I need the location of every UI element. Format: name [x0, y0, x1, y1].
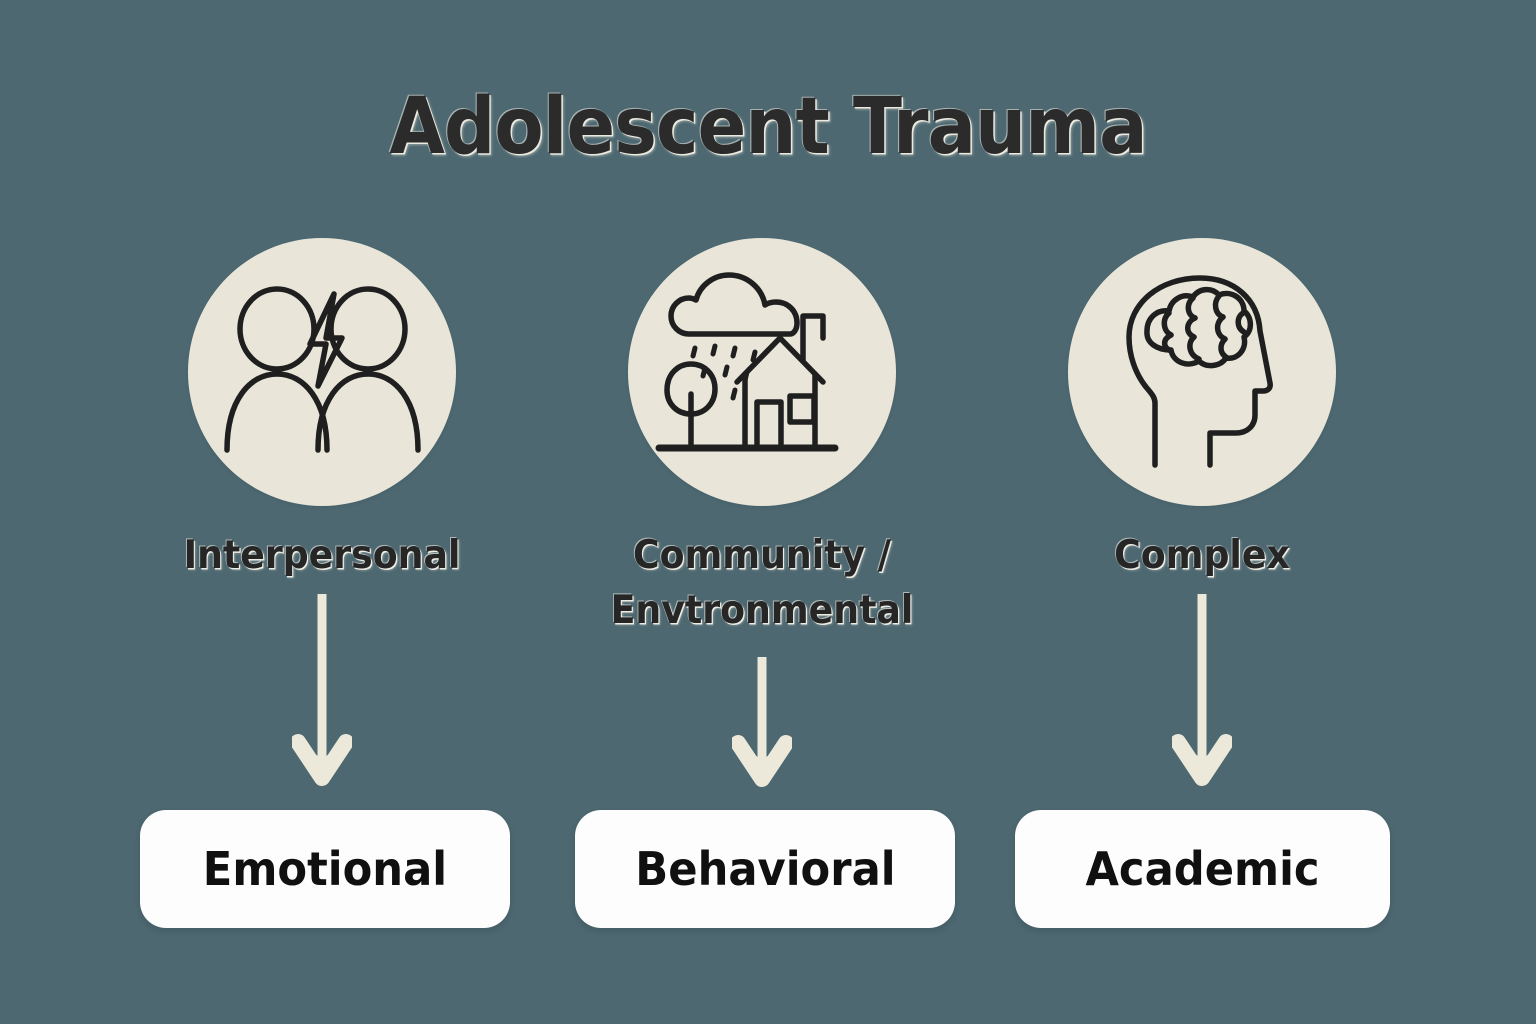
- icon-circle-interpersonal: [188, 238, 456, 506]
- rain-cloud-house-tree-icon: [655, 272, 867, 472]
- outcome-label-academic: Academic: [1085, 842, 1320, 896]
- category-column-interpersonal: Interpersonal: [132, 238, 512, 583]
- page-title: Adolescent Trauma: [389, 82, 1147, 172]
- category-label-community-environmental: Community / Envtronmental: [610, 533, 914, 634]
- category-label-complex: Complex: [1114, 533, 1290, 578]
- outcome-label-behavioral: Behavioral: [634, 842, 896, 896]
- outcome-box-behavioral[interactable]: Behavioral: [575, 810, 955, 928]
- outcome-box-emotional[interactable]: Emotional: [140, 810, 510, 928]
- icon-circle-complex: [1068, 238, 1336, 506]
- head-brain-icon: [1110, 274, 1295, 470]
- category-column-complex: Complex: [1012, 238, 1392, 583]
- arrow-community-to-behavioral: [732, 655, 792, 790]
- category-column-community-environmental: Community / Envtronmental: [572, 238, 952, 639]
- outcome-box-academic[interactable]: Academic: [1015, 810, 1390, 928]
- two-people-conflict-icon: [222, 282, 422, 462]
- arrow-interpersonal-to-emotional: [292, 592, 352, 790]
- arrow-complex-to-academic: [1172, 592, 1232, 790]
- icon-circle-community-environmental: [628, 238, 896, 506]
- category-label-interpersonal: Interpersonal: [183, 533, 461, 578]
- outcome-label-emotional: Emotional: [202, 842, 448, 896]
